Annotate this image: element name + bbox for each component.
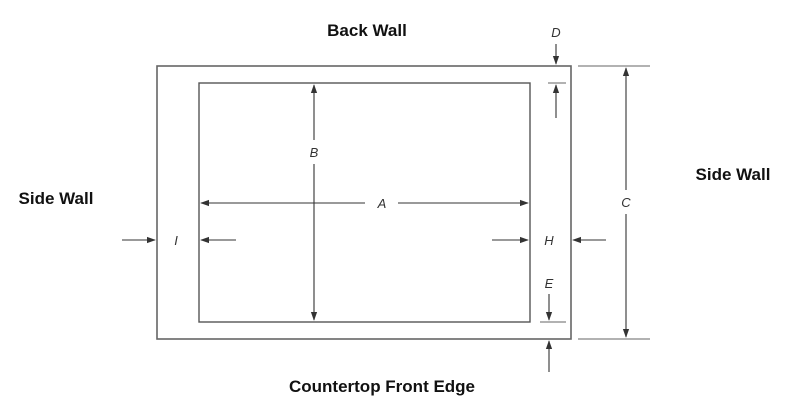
dimension-b-label: B xyxy=(310,145,319,160)
dimension-i-label: I xyxy=(174,233,178,248)
countertop-outline xyxy=(156,65,572,340)
dimension-a-label: A xyxy=(377,196,387,211)
dimension-e-label: E xyxy=(545,276,554,291)
dimension-h-label: H xyxy=(544,233,554,248)
dimension-d-label: D xyxy=(551,25,560,40)
countertop-front-edge-label: Countertop Front Edge xyxy=(289,377,475,396)
back-wall-label: Back Wall xyxy=(327,21,407,40)
dimension-c-label: C xyxy=(621,195,631,210)
side-wall-right-label: Side Wall xyxy=(696,165,771,184)
sink-cutout xyxy=(198,82,531,323)
side-wall-left-label: Side Wall xyxy=(19,189,94,208)
